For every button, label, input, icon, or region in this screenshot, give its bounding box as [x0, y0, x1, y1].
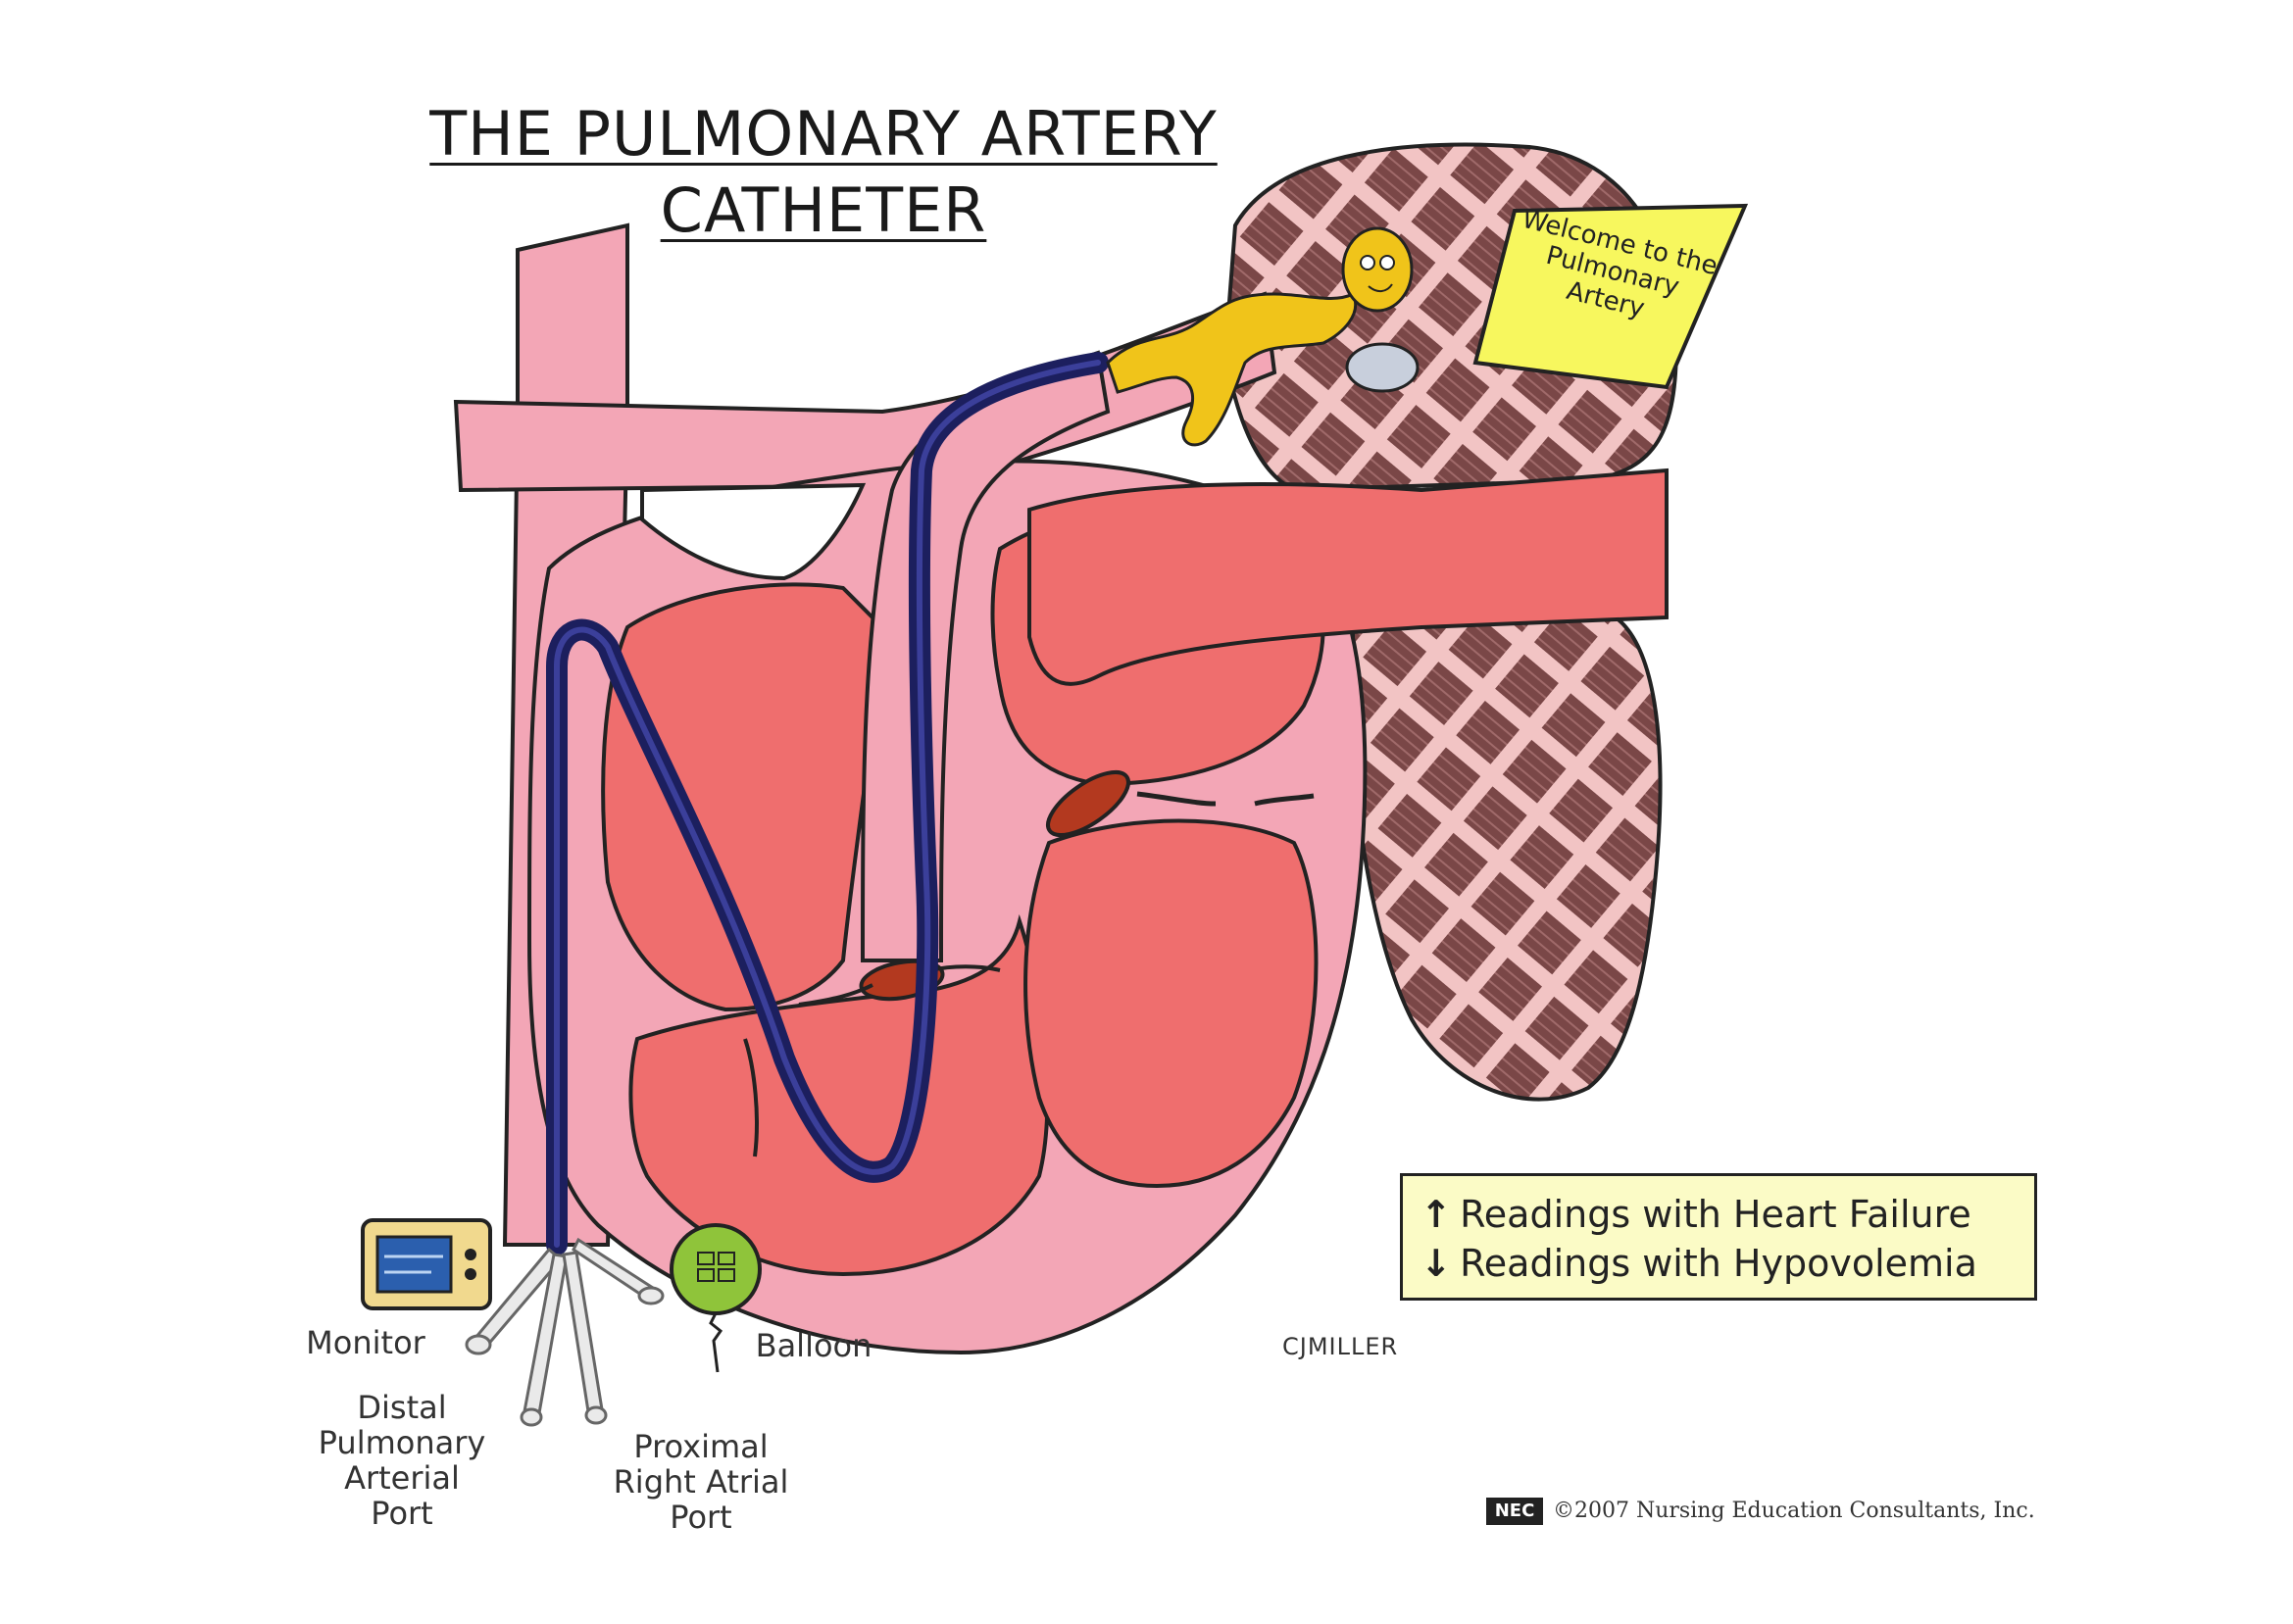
- mitral-valve: [1046, 769, 1130, 838]
- artist-signature: CJMILLER: [1282, 1333, 1399, 1360]
- down-arrow-icon: ↓: [1421, 1242, 1452, 1285]
- title-line-2: CATHETER: [660, 174, 987, 246]
- catheter-highlight: [554, 360, 1101, 1248]
- septum-notch: [743, 1038, 759, 1157]
- copyright-notice: NEC ©2007 Nursing Education Consultants, …: [1486, 1498, 2035, 1525]
- left-ventricle: [1023, 818, 1319, 1189]
- balloon-label: Balloon: [755, 1327, 872, 1364]
- legend-row-heart-failure: ↑ Readings with Heart Failure: [1421, 1190, 2017, 1239]
- legend-heart-failure-text: Readings with Heart Failure: [1460, 1193, 1971, 1236]
- character-icon: [1106, 226, 1420, 447]
- copyright-text: ©2007 Nursing Education Consultants, Inc…: [1553, 1499, 2035, 1523]
- title-line-1: THE PULMONARY ARTERY: [429, 98, 1218, 170]
- distal-port-label: Distal Pulmonary Arterial Port: [318, 1389, 486, 1532]
- catheter-ports: [465, 1237, 665, 1427]
- monitor-label: Monitor: [306, 1324, 425, 1361]
- up-arrow-icon: ↑: [1421, 1193, 1452, 1236]
- aortic-valve-leaflets: [1136, 791, 1315, 807]
- welcome-sign: [1472, 203, 1749, 390]
- vessel-gap: [640, 482, 867, 581]
- nec-logo-icon: NEC: [1486, 1498, 1543, 1525]
- lower-lung: [1351, 596, 1663, 1102]
- monitor-icon: [361, 1218, 492, 1310]
- legend-row-hypovolemia: ↓ Readings with Hypovolemia: [1421, 1239, 2017, 1288]
- right-atrium: [601, 582, 885, 1012]
- aorta: [1027, 468, 1669, 686]
- legend-box: ↑ Readings with Heart Failure ↓ Readings…: [1400, 1173, 2037, 1301]
- legend-hypovolemia-text: Readings with Hypovolemia: [1460, 1242, 1977, 1285]
- proximal-port-label: Proximal Right Atrial Port: [613, 1428, 789, 1536]
- balloon-icon: [670, 1223, 762, 1373]
